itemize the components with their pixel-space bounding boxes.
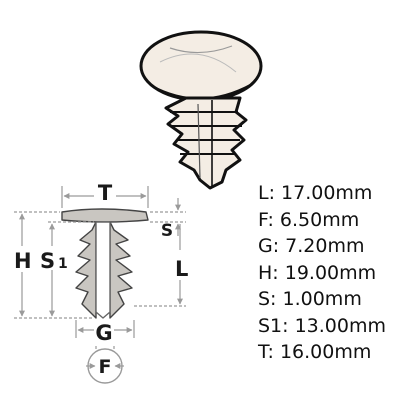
- spec-row-t: T: 16.00mm: [258, 341, 372, 363]
- spec-row-g: G: 7.20mm: [258, 235, 365, 257]
- label-t: T: [98, 181, 113, 205]
- profile-head: [61, 208, 149, 223]
- label-h: H: [14, 249, 32, 273]
- fastener-ribbed-shank: [164, 96, 248, 190]
- fastener-2d-profile: [61, 208, 149, 319]
- spec-list: L: 17.00mm F: 6.50mm G: 7.20mm H: 19.00m…: [258, 180, 386, 366]
- spec-row-h: H: 19.00mm: [258, 261, 377, 284]
- profile-left-leg: [75, 221, 97, 319]
- label-g: G: [95, 321, 112, 345]
- spec-row-s: S: 1.00mm: [258, 288, 362, 310]
- label-s1: S: [40, 249, 55, 273]
- label-l: L: [175, 257, 188, 281]
- spec-row-f: F: 6.50mm: [258, 208, 360, 231]
- label-s: S: [161, 221, 173, 241]
- spec-row-s1: S1: 13.00mm: [258, 314, 386, 337]
- label-f: F: [99, 356, 112, 378]
- spec-row-l: L: 17.00mm: [258, 182, 373, 204]
- fastener-3d-illustration: [139, 30, 263, 190]
- profile-center-slot: [95, 221, 111, 319]
- label-s1-subscript: 1: [58, 256, 68, 272]
- profile-right-leg: [109, 221, 133, 319]
